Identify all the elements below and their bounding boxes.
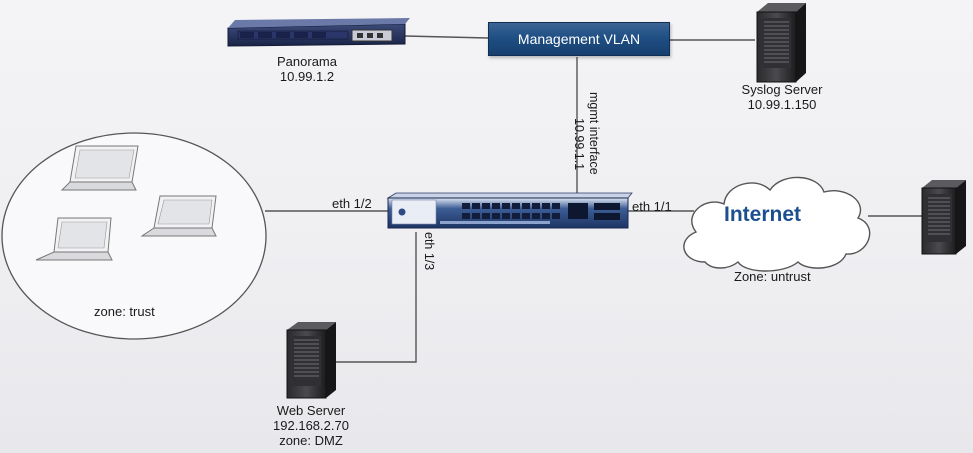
syslog-label: Syslog Server 10.99.1.150	[727, 82, 837, 112]
mgmt-interface-label: mgmt interface	[587, 92, 601, 175]
laptop-icon	[35, 217, 113, 261]
web-server-ip: 192.168.2.70	[273, 418, 349, 433]
firewall-icon	[386, 192, 633, 229]
panorama-ip: 10.99.1.2	[279, 69, 335, 84]
panorama-appliance-icon	[227, 18, 410, 47]
web-server-zone: zone: DMZ	[279, 433, 343, 448]
web-server-label: Web Server 192.168.2.70 zone: DMZ	[266, 403, 356, 448]
connection-lines	[265, 35, 922, 363]
panorama-name: Panorama	[277, 54, 337, 69]
line-panorama-vlan	[404, 35, 489, 39]
mgmt-ip-label: 10.99.1.1	[572, 118, 586, 171]
trust-zone-label: zone: trust	[94, 304, 155, 319]
port-eth13-label: eth 1/3	[422, 232, 436, 271]
laptop-icon	[140, 195, 217, 237]
panorama-label: Panorama 10.99.1.2	[262, 54, 352, 84]
line-firewall-webserver	[335, 232, 417, 363]
untrust-zone-label: Zone: untrust	[734, 269, 811, 284]
internet-label: Internet	[724, 203, 802, 226]
syslog-name: Syslog Server	[741, 82, 823, 97]
port-eth11-label: eth 1/1	[632, 199, 672, 214]
web-server-name: Web Server	[276, 403, 346, 418]
laptop-icon	[60, 145, 139, 191]
web-server-icon	[286, 322, 336, 399]
remote-server-icon	[921, 180, 966, 255]
syslog-server-icon	[756, 3, 806, 83]
syslog-ip: 10.99.1.150	[747, 97, 817, 112]
cloud-icon	[683, 176, 871, 272]
port-eth12-label: eth 1/2	[332, 196, 372, 211]
management-vlan-box: Management VLAN	[488, 22, 670, 56]
